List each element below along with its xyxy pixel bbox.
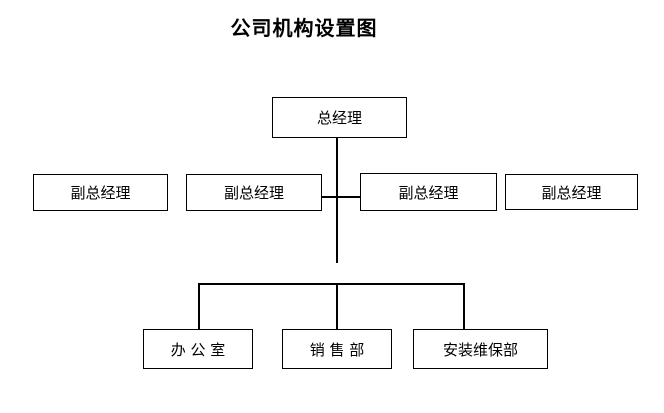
org-node-deputy-general-manager-4: 副总经理	[505, 174, 638, 210]
connector-drop-sales-line	[336, 285, 338, 329]
org-node-deputy-general-manager-3: 副总经理	[360, 173, 497, 211]
diagram-title: 公司机构设置图	[230, 16, 378, 40]
connector-drop-installation-line	[463, 283, 465, 329]
org-node-office: 办 公 室	[143, 329, 253, 369]
connector-root-vertical-line	[336, 138, 338, 263]
org-node-deputy-general-manager-2: 副总经理	[186, 174, 322, 211]
org-node-sales-department: 销 售 部	[282, 329, 392, 369]
org-node-general-manager: 总经理	[272, 97, 407, 138]
connector-level2-horizontal-line	[322, 196, 360, 198]
connector-level3-bus-line	[198, 283, 465, 285]
org-node-deputy-general-manager-1: 副总经理	[33, 174, 168, 211]
connector-drop-office-line	[198, 283, 200, 329]
org-node-installation-maintenance-department: 安装维保部	[413, 329, 548, 369]
